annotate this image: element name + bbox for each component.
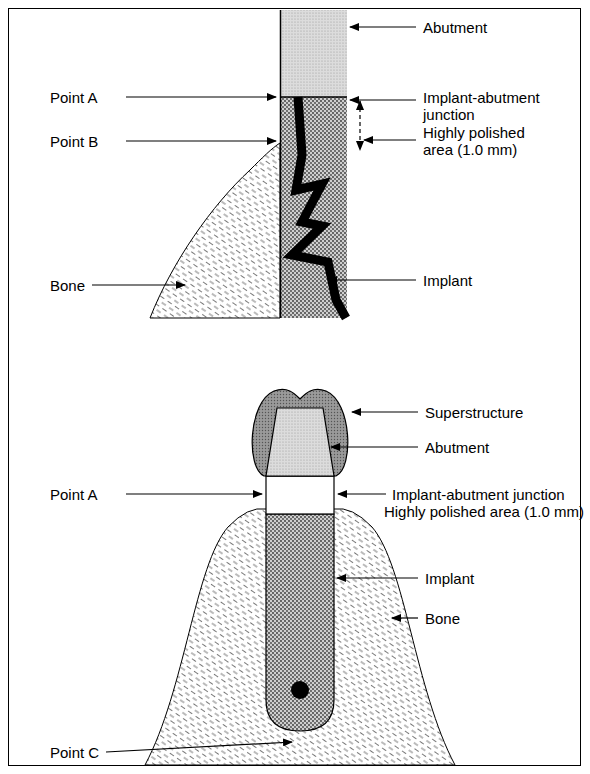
part-label: Abutment <box>423 19 487 36</box>
part-label: Abutment <box>425 439 489 456</box>
area-label: Highly polished area (1.0 mm) <box>384 503 584 520</box>
point-label: Point A <box>50 89 98 106</box>
junction-label: Implant-abutment junction <box>423 89 563 123</box>
part-label: Bone <box>425 610 460 627</box>
part-label: Superstructure <box>425 404 523 421</box>
point-label: Point C <box>50 744 99 761</box>
junction-label: Implant-abutment junction <box>392 486 565 503</box>
point-label: Point B <box>50 133 98 150</box>
point-label: Point A <box>50 486 98 503</box>
part-label: Implant <box>423 272 472 289</box>
area-label: Highly polished area (1.0 mm) <box>423 124 553 158</box>
part-label: Bone <box>50 277 85 294</box>
part-label: Implant <box>425 570 474 587</box>
